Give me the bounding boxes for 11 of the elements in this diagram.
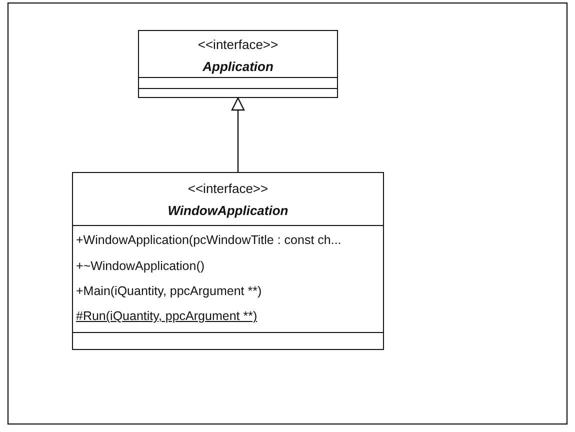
generalization-arrow bbox=[231, 97, 245, 172]
uml-interface-box bbox=[72, 172, 384, 350]
operation-text: #Run(iQuantity, ppcArgument **) bbox=[76, 309, 258, 323]
stereotype-label: <<interface>> bbox=[196, 37, 280, 52]
interface-name: Application bbox=[202, 59, 274, 74]
operation-text: +~WindowApplication() bbox=[76, 259, 205, 273]
interface-name: WindowApplication bbox=[166, 203, 290, 218]
operation-text: +Main(iQuantity, ppcArgument **) bbox=[76, 284, 262, 298]
stereotype-label: <<interface>> bbox=[186, 181, 270, 196]
operation-text: +WindowApplication(pcWindowTitle : const ch... bbox=[76, 233, 342, 247]
uml-interface-box bbox=[138, 30, 338, 98]
